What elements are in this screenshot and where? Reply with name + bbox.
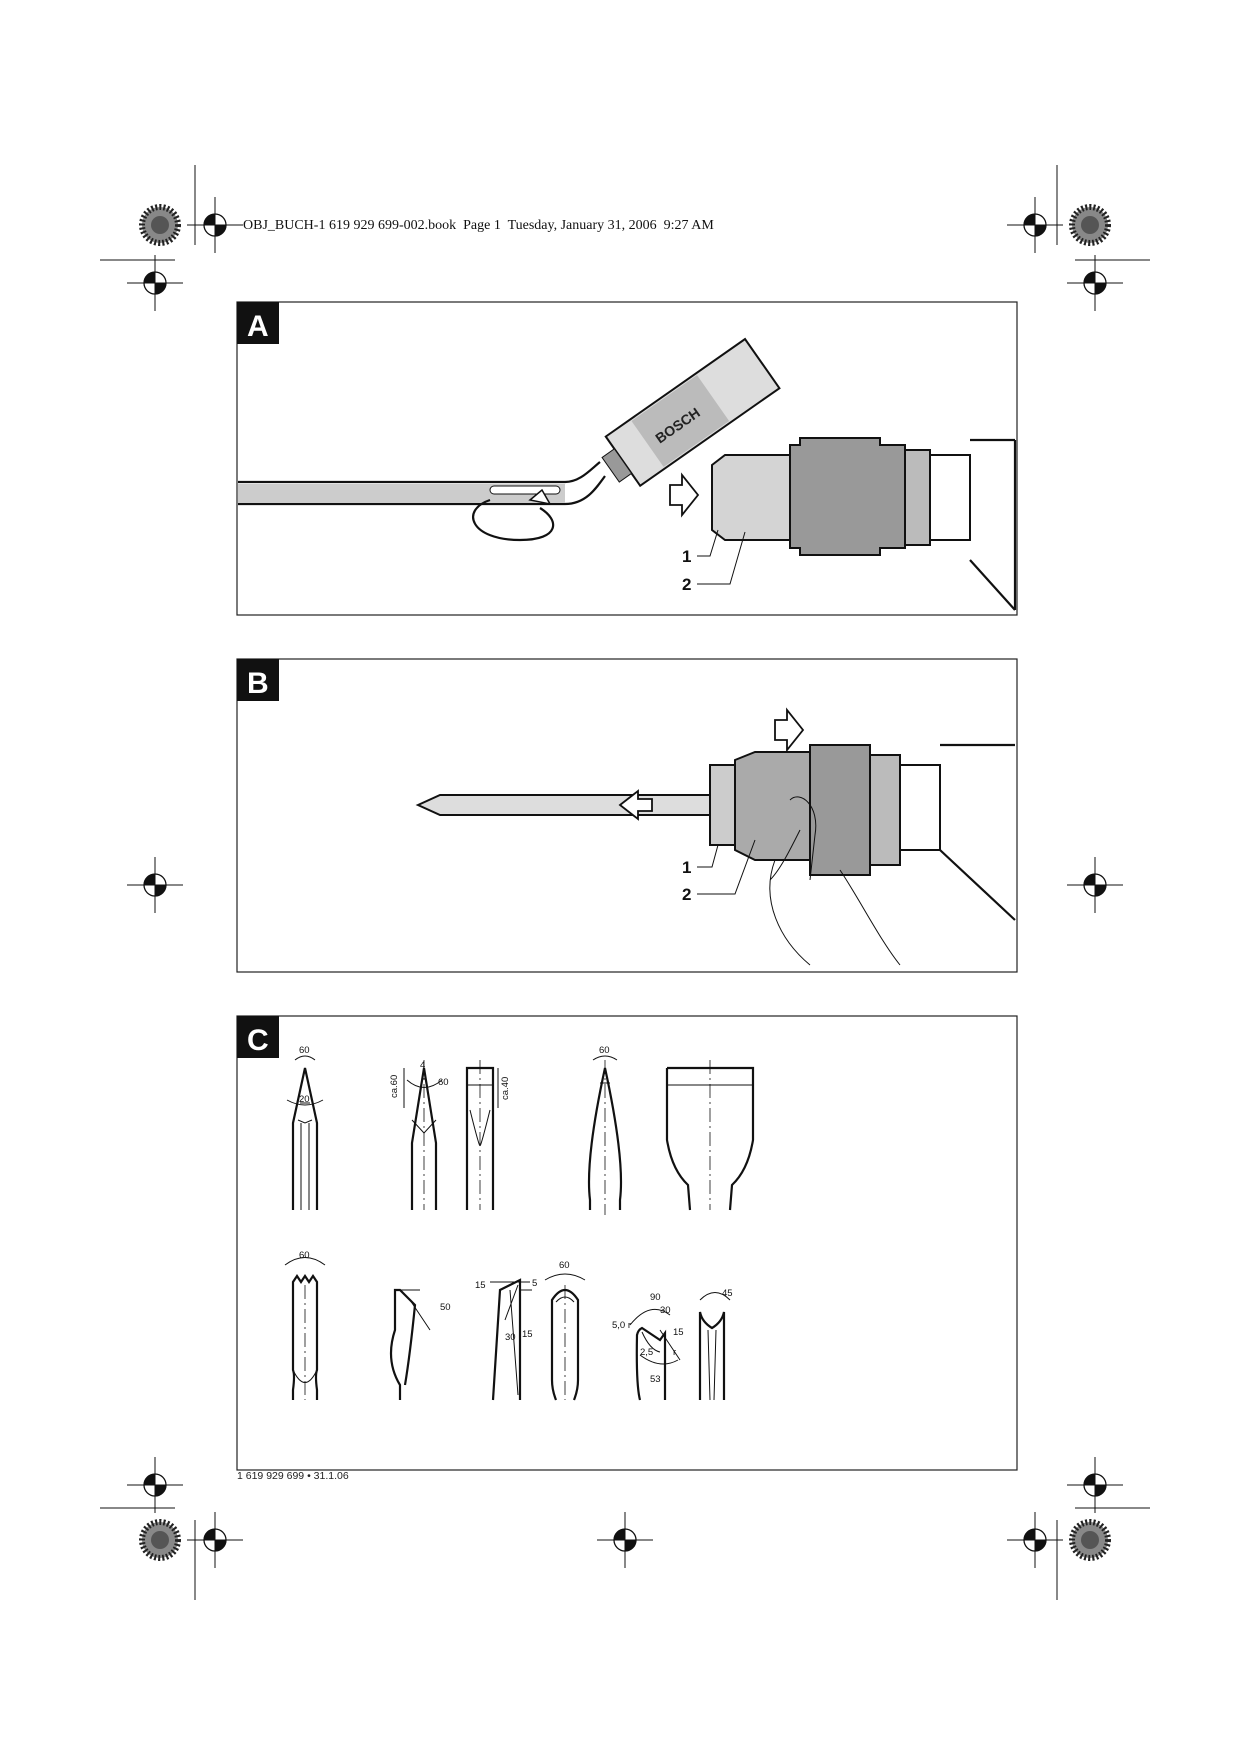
svg-text:1: 1 [682,858,691,877]
chisel-gouge: 50 [389,1288,451,1400]
slide-arrow-icon [774,707,805,753]
svg-text:60: 60 [299,1250,310,1261]
svg-text:60: 60 [559,1260,570,1271]
svg-text:2,5: 2,5 [640,1347,653,1358]
svg-text:90: 90 [650,1292,661,1303]
svg-text:20: 20 [299,1094,310,1105]
chisel-wide [665,1060,755,1211]
chisel-pointed: 60 20 [286,1045,324,1210]
svg-text:2: 2 [682,885,691,904]
chisel-flat: 4 ca.60 60 [389,1060,449,1210]
registration-marks [100,165,1150,1600]
chisel-round: 60 [544,1260,586,1401]
print-header: OBJ_BUCH-1 619 929 699-002.book Page 1 T… [243,218,714,233]
chisel-v: 45 [698,1288,733,1401]
svg-text:r: r [673,1347,676,1358]
svg-text:A: A [247,310,269,343]
svg-text:50: 50 [440,1302,451,1313]
svg-text:60: 60 [599,1045,610,1056]
svg-text:B: B [247,667,269,700]
chisel-serrated: 60 [284,1250,326,1400]
svg-text:1: 1 [682,547,691,566]
figure-a: A BOSCH 1 2 [236,301,1018,616]
figure-b: B 1 2 [236,658,1018,973]
chisel-channel: 90 30 5,0 r 15 r 2,5 53 [612,1292,684,1401]
svg-text:ca.60: ca.60 [389,1075,400,1098]
svg-text:30: 30 [505,1332,516,1343]
svg-text:2: 2 [682,575,691,594]
chisel-narrow: ca.40 [465,1060,511,1210]
svg-text:53: 53 [650,1374,661,1385]
chisel-bevel: 15 5 30 15 [475,1278,537,1401]
svg-text:4: 4 [420,1060,425,1071]
svg-text:C: C [247,1024,269,1057]
svg-text:15: 15 [522,1329,533,1340]
figure-c: C 60 20 4 ca.60 60 ca.40 6 [236,1015,1018,1471]
svg-text:45: 45 [722,1288,733,1299]
svg-text:5,0 r: 5,0 r [612,1320,631,1331]
page-footer: 1 619 929 699 • 31.1.06 [237,1470,349,1482]
svg-text:60: 60 [438,1077,449,1088]
svg-text:15: 15 [475,1280,486,1291]
svg-text:30: 30 [660,1305,671,1316]
svg-text:60: 60 [299,1045,310,1056]
svg-text:ca.40: ca.40 [500,1077,511,1100]
svg-text:15: 15 [673,1327,684,1338]
insert-arrow-icon [669,472,700,518]
chisel-tapered: 60 [587,1045,623,1215]
pull-arrow-icon [618,789,653,821]
svg-text:5: 5 [532,1278,537,1289]
hand-illustration [769,796,901,966]
